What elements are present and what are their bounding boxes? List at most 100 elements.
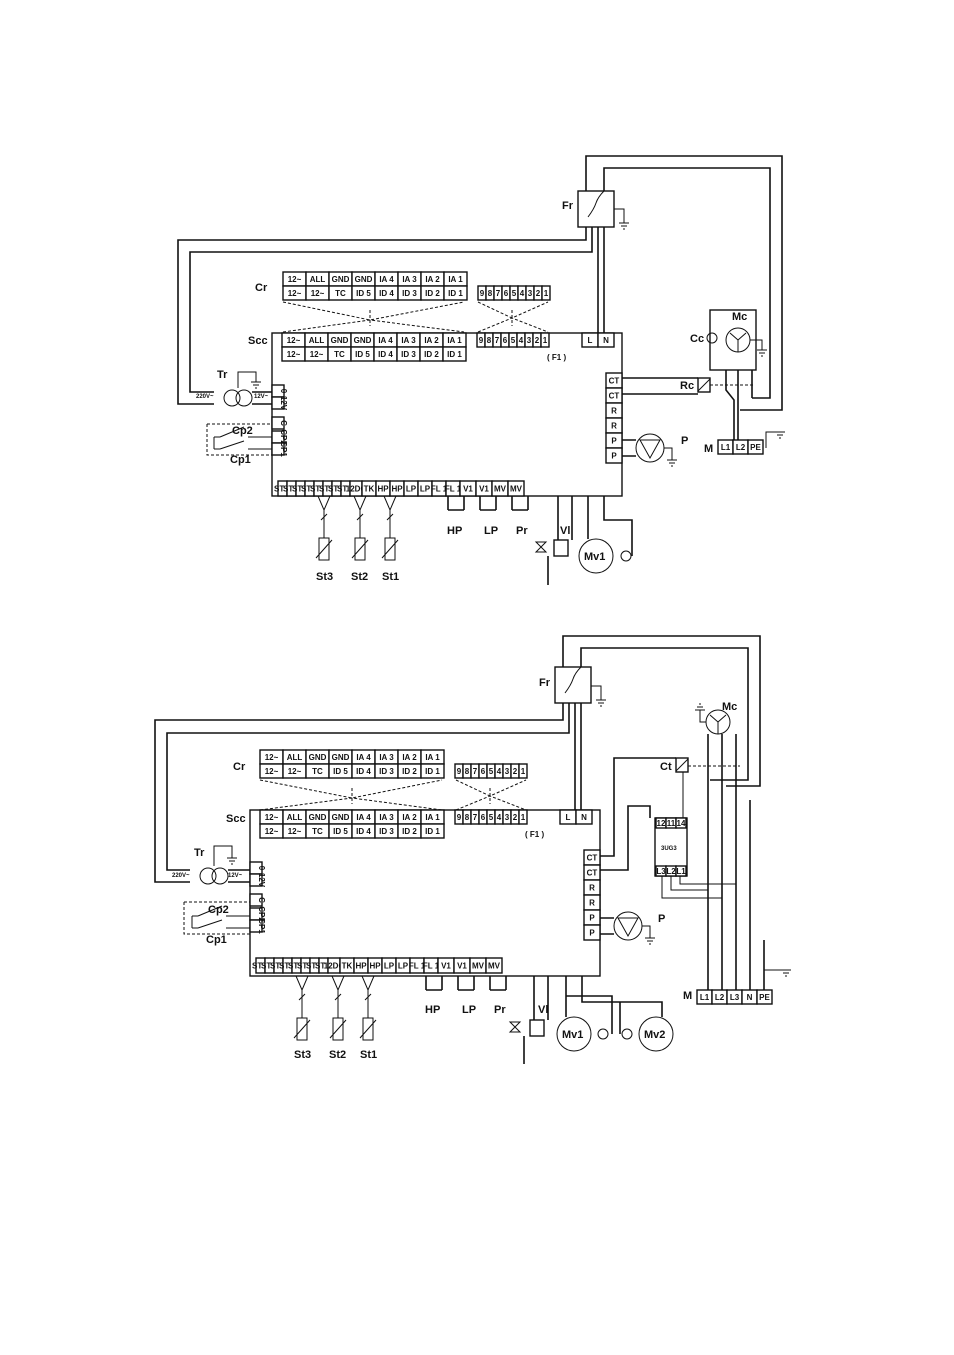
scc1-left-3: CP2: [279, 429, 288, 445]
scc1-bottom-4: ST 2: [310, 485, 327, 494]
relay-top-2-cell: [675, 817, 687, 829]
cr1-digit-8-cell: [541, 285, 551, 301]
fr2-ground-icon: [591, 685, 606, 707]
scc2-bot-2: TC: [312, 827, 323, 836]
diagram1-mains-1: L2: [736, 443, 746, 452]
cr2-top-2: GND: [309, 753, 327, 762]
scc1-digit-8-cell: [540, 332, 550, 348]
scc1-digit-0: 9: [479, 336, 484, 345]
vl-label-d1: Vl: [560, 525, 570, 537]
cr2-digit-1: 8: [465, 767, 470, 776]
cr1-bot-0: 12~: [288, 289, 302, 298]
mv1-cap-icon-d1: [620, 550, 632, 562]
cr1-bot-2: TC: [335, 289, 346, 298]
scc2-bottom-3: ST 3: [279, 962, 296, 971]
d2-wire-ln: [574, 703, 582, 810]
scc1-top-6: IA 2: [424, 336, 439, 345]
cr2-bot-7-cell: [420, 763, 445, 779]
scc2-left-4-cell: [249, 919, 263, 933]
d1-wire-ct: [622, 377, 698, 395]
tr2-coil-b: [211, 867, 229, 885]
scc2-right-5-cell: [583, 924, 601, 941]
scc2-power-1-cell: [575, 809, 593, 825]
temperature-probe-icon: [381, 495, 399, 561]
scc1-bottom-16: V1: [463, 485, 473, 494]
d1-wire-tr-inner: [189, 227, 593, 393]
diagram2-mains-0: L1: [700, 993, 710, 1002]
tr2-secondary-label: 12V~: [228, 873, 243, 879]
diagram1-mains-2: PE: [750, 443, 761, 452]
scc1-bottom-18: MV: [494, 485, 507, 494]
cr1-digit-7: 2: [536, 289, 541, 298]
scc2-left-2-cell: [249, 893, 263, 907]
diagram2-mains-1: L2: [715, 993, 725, 1002]
scc1-right-1: CT: [609, 392, 620, 401]
relay-phase-wires: [661, 876, 736, 899]
scc2-bot-1: 12~: [288, 827, 302, 836]
relay-label: 3UG3: [661, 846, 677, 852]
tr1-secondary-label: 12V~: [254, 394, 269, 400]
vl2-valve-coil: [529, 1019, 545, 1037]
cr2-bot-4: ID 4: [356, 767, 371, 776]
fr1-ground-icon: [614, 208, 629, 230]
temperature-probe-icon: [315, 495, 333, 561]
mc2-windings: [709, 714, 727, 734]
scc1-bottom-17: V1: [479, 485, 489, 494]
scc1-top-5: IA 3: [401, 336, 416, 345]
scc2-bottom-15: FL 1: [423, 962, 440, 971]
cr1-label: Cr: [255, 282, 268, 294]
st3-label-d2: St3: [294, 1049, 311, 1061]
cr1-bot-3: ID 5: [356, 289, 371, 298]
pr-label-d1: Pr: [516, 525, 528, 537]
d2-wire-pump: [600, 917, 614, 935]
scc1-bottom-5: ST 2: [319, 485, 336, 494]
vl2-valve-icon: [508, 1021, 522, 1033]
cr1-digit-1: 8: [488, 289, 493, 298]
cp1-dashed-frame: [206, 423, 272, 456]
cp2-label-d1: Cp2: [232, 425, 253, 437]
mv1-cap-icon-d2: [597, 1028, 609, 1040]
scc1-bot-4: ID 4: [378, 350, 393, 359]
m1-label: M: [704, 443, 713, 455]
vl1-valve-icon: [534, 541, 548, 553]
d2-wire-fr-outer: [562, 635, 761, 787]
scc2-bottom-11: HP: [369, 962, 381, 971]
scc1-bottom-7: ST 1: [337, 485, 354, 494]
scc1-left-1: 12V: [279, 396, 288, 411]
mv1-fan-icon-d1: [578, 538, 614, 574]
scc2-digit-7: 2: [513, 813, 518, 822]
cr1-top-2: GND: [332, 275, 350, 284]
cr1-digit-5: 4: [520, 289, 525, 298]
scc2-bottom-1: ST 4: [261, 962, 278, 971]
cr1-top-3: GND: [355, 275, 373, 284]
st2-label-d1: St2: [351, 571, 368, 583]
scc1-digit-5: 4: [519, 336, 524, 345]
scc1-bottom-13: LP: [420, 485, 431, 494]
cr2-top-3: GND: [332, 753, 350, 762]
cr2-bot-0: 12~: [265, 767, 279, 776]
scc1-power-1-cell: [597, 332, 615, 348]
p2-pump-triangle: [617, 917, 639, 938]
m2-ground-icon: [763, 969, 791, 990]
cr2-top-6: IA 2: [402, 753, 417, 762]
scc2-top-3: GND: [332, 813, 350, 822]
scc2-bottom-19: MV: [488, 962, 501, 971]
tr1-ground-icon: [237, 371, 261, 389]
d2-switch-wires: [425, 976, 507, 991]
scc1-digit-4: 5: [511, 336, 516, 345]
d2-mc-phase-wires: [707, 734, 737, 990]
p1-label: P: [681, 435, 688, 447]
scc2-bottom-19-cell: [485, 957, 503, 974]
scc1-bot-3: ID 5: [355, 350, 370, 359]
cr2-digit-8-cell: [518, 763, 528, 779]
scc2-power-0: L: [566, 813, 571, 822]
cr1-digit-2: 7: [496, 289, 501, 298]
scc1-bottom-19-cell: [507, 480, 525, 497]
p1-ground-icon: [664, 447, 677, 467]
